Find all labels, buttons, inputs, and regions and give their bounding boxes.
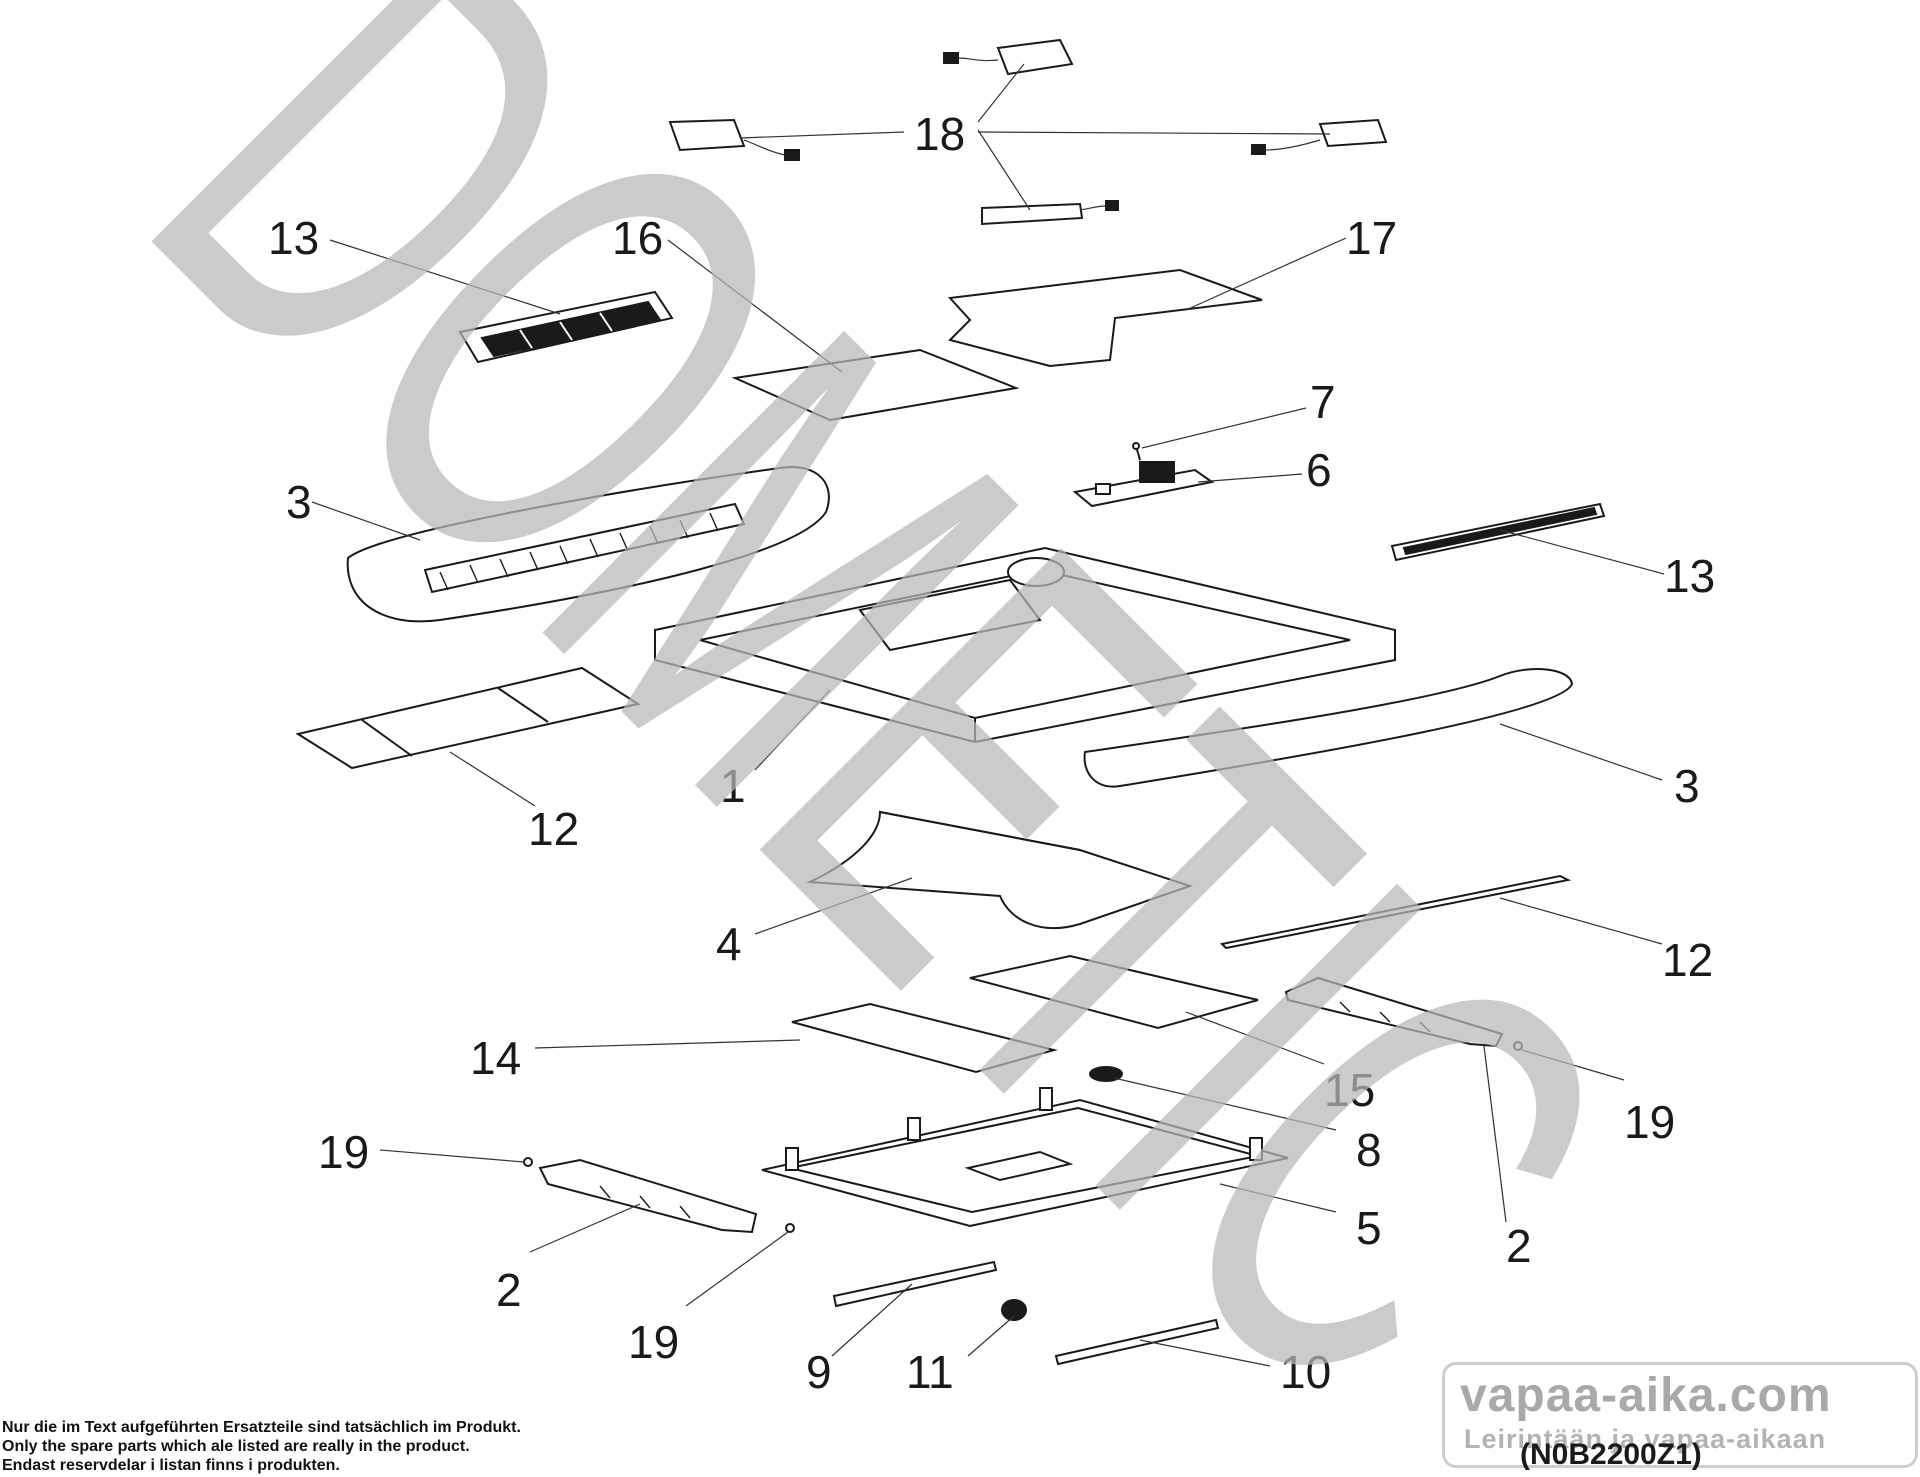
drawing-code: (N0B2200Z1) [1520,1438,1702,1471]
footer-note-english: Only the spare parts which ale listed ar… [2,1438,470,1455]
label-15: 15 [1324,1064,1375,1116]
label-18: 18 [914,108,965,160]
part-4-deflector [806,810,1194,929]
footer-note-german: Nur die im Text aufgeführten Ersatzteile… [2,1419,521,1436]
watermark: DOMETIC [37,0,1728,1477]
label-13-right: 13 [1664,550,1715,602]
label-8: 8 [1356,1124,1382,1176]
label-3-right: 3 [1674,760,1700,812]
label-3-left: 3 [286,476,312,528]
part-19-screws-left [523,1157,795,1233]
label-17: 17 [1346,212,1397,264]
part-9-strip [832,1260,998,1308]
label-14: 14 [470,1032,521,1084]
callout-numbers: 18 13 16 17 7 6 3 13 1 3 12 4 12 14 15 1… [268,108,1715,1398]
part-17-panel [947,268,1263,368]
part-10-strip [1054,1318,1220,1366]
label-19-left-bottom: 19 [628,1316,679,1368]
label-6: 6 [1306,444,1332,496]
label-16: 16 [612,212,663,264]
label-12-left: 12 [528,803,579,855]
label-2-right: 2 [1506,1220,1532,1272]
part-2-vent-right [1284,976,1504,1048]
stamp-tagline: Leirintään ja vapaa-aikaan [1464,1424,1827,1454]
part-6-pcb [1072,461,1215,508]
label-19-left-top: 19 [318,1126,369,1178]
part-19-screw-right [1513,1041,1523,1051]
label-2-left: 2 [496,1264,522,1316]
part-13-filter-left [458,290,674,364]
part-12-strip-right [1219,874,1572,950]
label-11: 11 [906,1346,954,1398]
leader-lines [311,63,1665,1367]
part-1-housing [654,546,1396,744]
part-3-grille-right [1083,668,1574,788]
footer-notes: Nur die im Text aufgeführten Ersatzteile… [2,1418,521,1475]
part-3-grille-left [346,466,830,623]
part-14-sheet [791,1002,1058,1074]
stamp-site-name: vapaa-aika.com [1460,1369,1832,1422]
watermark-text: DOMETIC [37,0,1728,1477]
label-1: 1 [720,760,746,812]
part-15-sheet [969,954,1259,1030]
label-12-right: 12 [1662,934,1713,986]
part-11-knob [1001,1299,1027,1321]
label-10: 10 [1280,1346,1331,1398]
part-13-filter-right [1390,502,1606,562]
label-19-right: 19 [1624,1096,1675,1148]
stamp-frame [1442,1362,1918,1468]
label-5: 5 [1356,1202,1382,1254]
footer-note-swedish: Endast reservdelar i listan finns i prod… [2,1457,340,1474]
label-13-left: 13 [268,212,319,264]
label-9: 9 [806,1346,832,1398]
part-2-vent-left [538,1158,758,1234]
part-16-sheet [731,348,1020,422]
part-7-screw [1132,442,1141,461]
part-18-sensor-modules [668,38,1388,226]
site-stamp: vapaa-aika.com Leirintään ja vapaa-aikaa… [1442,1362,1920,1468]
part-8-ring [1089,1066,1123,1082]
part-5-base-frame [761,1087,1289,1228]
label-4: 4 [716,918,742,970]
label-7: 7 [1310,376,1336,428]
part-12-filter-left [295,666,641,770]
